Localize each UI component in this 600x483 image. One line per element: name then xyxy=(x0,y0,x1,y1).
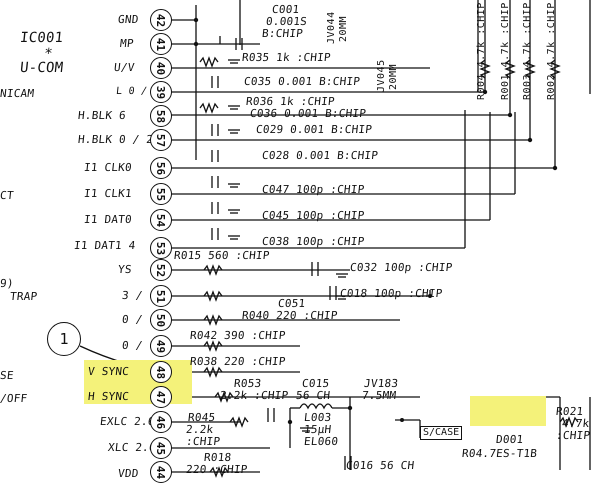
component-label: 220 :CHIP xyxy=(185,463,249,476)
component-label: C038 100p :CHIP xyxy=(261,235,366,248)
component-label: C016 56 CH xyxy=(345,459,415,472)
pin-circle: 56 xyxy=(150,157,172,179)
left-fragment: 9) xyxy=(0,277,15,290)
resistor-vertical-label: R002 4.7k :CHIP xyxy=(546,2,557,100)
component-label: 56 CH xyxy=(295,389,331,402)
component-label: 20MM xyxy=(338,15,349,42)
component-label: R038 220 :CHIP xyxy=(189,355,287,368)
component-label: C047 100p :CHIP xyxy=(261,183,366,196)
pin-label: EXLC 2.6 xyxy=(99,415,156,428)
pin-label: VDD xyxy=(117,467,140,480)
pin-label: U/V xyxy=(113,61,136,74)
component-label: B:CHIP xyxy=(261,27,304,40)
pin-circle: 58 xyxy=(150,105,172,127)
left-fragment: SE xyxy=(0,369,15,382)
resistor-vertical-label: R001 4.7k :CHIP xyxy=(500,2,511,100)
component-label: JV044 xyxy=(326,11,337,44)
left-fragment: NICAM xyxy=(0,87,35,100)
pin-circle: 45 xyxy=(150,437,172,459)
component-label: C018 100p :CHIP xyxy=(339,287,444,300)
left-fragment: CT xyxy=(0,189,15,202)
pin-label: YS xyxy=(117,263,133,276)
component-label: C032 100p :CHIP xyxy=(349,261,454,274)
component-label: :CHIP xyxy=(185,435,221,448)
left-fragment: TRAP xyxy=(9,290,39,303)
component-label: :CHIP xyxy=(555,429,591,442)
resistor-vertical-label: R004 4.7k :CHIP xyxy=(476,2,487,100)
pin-circle: 57 xyxy=(150,129,172,151)
pin-circle: 39 xyxy=(150,81,172,103)
component-label: EL060 xyxy=(303,435,339,448)
component-label: R042 390 :CHIP xyxy=(189,329,287,342)
component-label: R04.7ES-T1B xyxy=(461,447,538,460)
pin-label: MP xyxy=(119,37,135,50)
pin-label: H.BLK 6 xyxy=(77,109,127,122)
pin-circle: 42 xyxy=(150,9,172,31)
pin-circle: 40 xyxy=(150,57,172,79)
pin-circle: 49 xyxy=(150,335,172,357)
s-case-box: S/CASE xyxy=(420,426,463,440)
pin-label: V SYNC xyxy=(87,365,130,378)
pin-circle: 47 xyxy=(150,386,172,408)
pin-circle: 53 xyxy=(150,237,172,259)
pin-circle: 46 xyxy=(150,411,172,433)
pin-circle: 51 xyxy=(150,285,172,307)
component-label: C028 0.001 B:CHIP xyxy=(261,149,379,162)
component-label: 20MM xyxy=(388,63,399,90)
pin-label: I1 DAT1 4 xyxy=(73,239,137,252)
component-label: 7.5MM xyxy=(361,389,397,402)
ic-ref: IC001 xyxy=(19,30,64,46)
component-label: 2.2k :CHIP xyxy=(219,389,289,402)
pin-circle: 48 xyxy=(150,361,172,383)
pin-label: GND xyxy=(117,13,140,26)
pin-label: H.BLK 0 / 2 xyxy=(77,133,154,146)
component-label: JV045 xyxy=(376,59,387,92)
left-fragment: /OFF xyxy=(0,392,29,405)
pin-circle: 50 xyxy=(150,309,172,331)
pin-label: I1 DAT0 xyxy=(83,213,133,226)
highlight-d001 xyxy=(470,396,546,426)
pin-circle: 54 xyxy=(150,209,172,231)
pin-label: I1 CLK0 xyxy=(83,161,133,174)
pin-label: I1 CLK1 xyxy=(83,187,133,200)
component-label: C045 100p :CHIP xyxy=(261,209,366,222)
pin-circle: 41 xyxy=(150,33,172,55)
ic-name: U-COM xyxy=(19,60,64,76)
component-label: D001 xyxy=(495,433,525,446)
pin-circle: 55 xyxy=(150,183,172,205)
pin-circle: 52 xyxy=(150,259,172,281)
pin-label: H SYNC xyxy=(87,390,130,403)
component-label: R035 1k :CHIP xyxy=(241,51,332,64)
pin-circle: 44 xyxy=(150,461,172,483)
callout-marker: 1 xyxy=(47,322,81,356)
component-label: C029 0.001 B:CHIP xyxy=(255,123,373,136)
highlight-sync-pins xyxy=(84,360,192,404)
component-label: R040 220 :CHIP xyxy=(241,309,339,322)
component-label: R015 560 :CHIP xyxy=(173,249,271,262)
resistor-vertical-label: R003 4.7k :CHIP xyxy=(522,2,533,100)
component-label: C035 0.001 B:CHIP xyxy=(243,75,361,88)
component-label: C036 0.001 B:CHIP xyxy=(249,107,367,120)
